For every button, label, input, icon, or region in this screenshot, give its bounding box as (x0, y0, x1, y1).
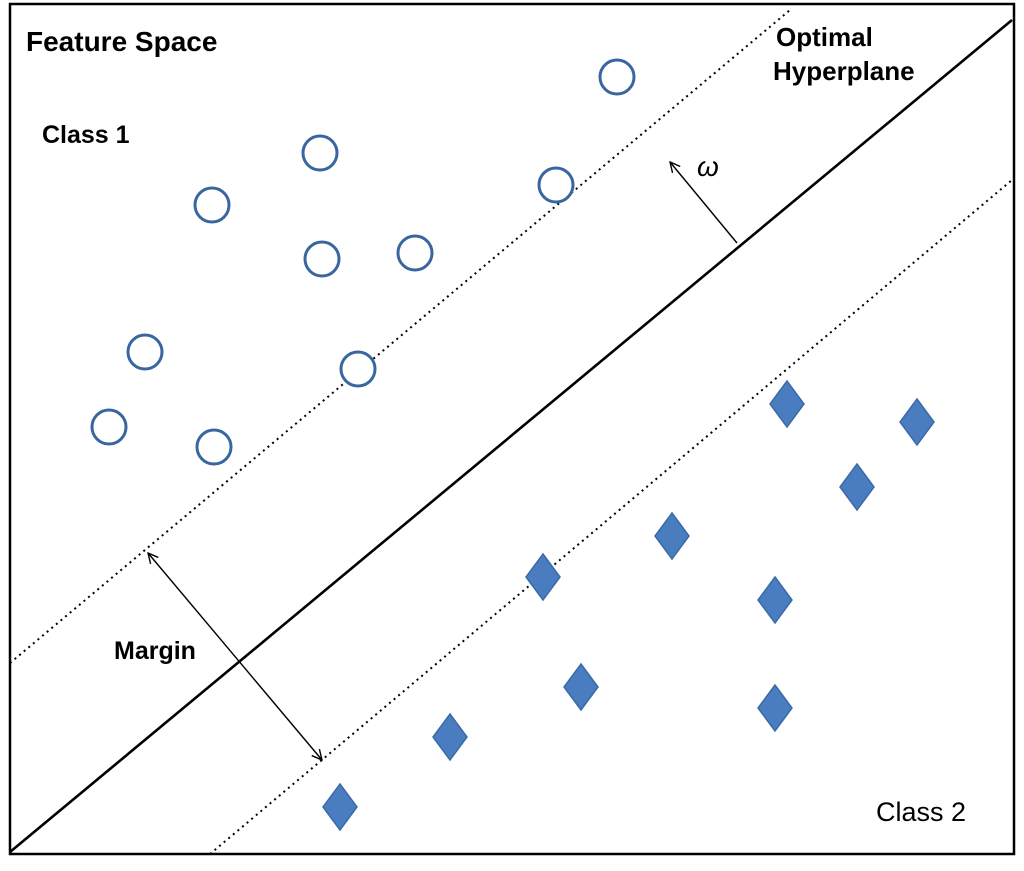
class2-diamond-marker (654, 511, 690, 561)
class1-circle-marker (195, 428, 233, 466)
class1-points (90, 58, 636, 466)
class2-diamond-marker (563, 662, 599, 712)
margin-label: Margin (114, 637, 196, 665)
class1-circle-marker (126, 333, 164, 371)
class2-diamond-marker (322, 782, 358, 832)
hyperplane-label-line2: Hyperplane (773, 56, 915, 86)
class2-diamond-marker (757, 683, 793, 733)
class2-diamond-marker (769, 379, 805, 429)
class2-diamond-marker (757, 575, 793, 625)
upper-margin-line (9, 9, 791, 664)
class2-points (322, 379, 935, 832)
class2-diamond-marker (899, 397, 935, 447)
class2-diamond-marker (525, 552, 561, 602)
class2-diamond-marker (432, 712, 468, 762)
omega-label: ω (697, 151, 719, 182)
feature-space-label: Feature Space (26, 26, 217, 57)
class2-diamond-marker (839, 462, 875, 512)
class1-circle-marker (396, 234, 434, 272)
class2-label: Class 2 (876, 797, 966, 827)
class1-circle-marker (537, 166, 575, 204)
class1-circle-marker (301, 134, 339, 172)
margin-arrow (148, 553, 322, 760)
class1-circle-marker (303, 240, 341, 278)
class1-circle-marker (193, 186, 231, 224)
class1-circle-marker (90, 408, 128, 446)
lower-margin-line (209, 179, 1013, 855)
omega-arrow (670, 162, 738, 244)
class1-circle-marker (598, 58, 636, 96)
class1-label: Class 1 (42, 121, 130, 149)
class1-circle-marker (339, 350, 377, 388)
hyperplane-label-line1: Optimal (776, 22, 873, 52)
